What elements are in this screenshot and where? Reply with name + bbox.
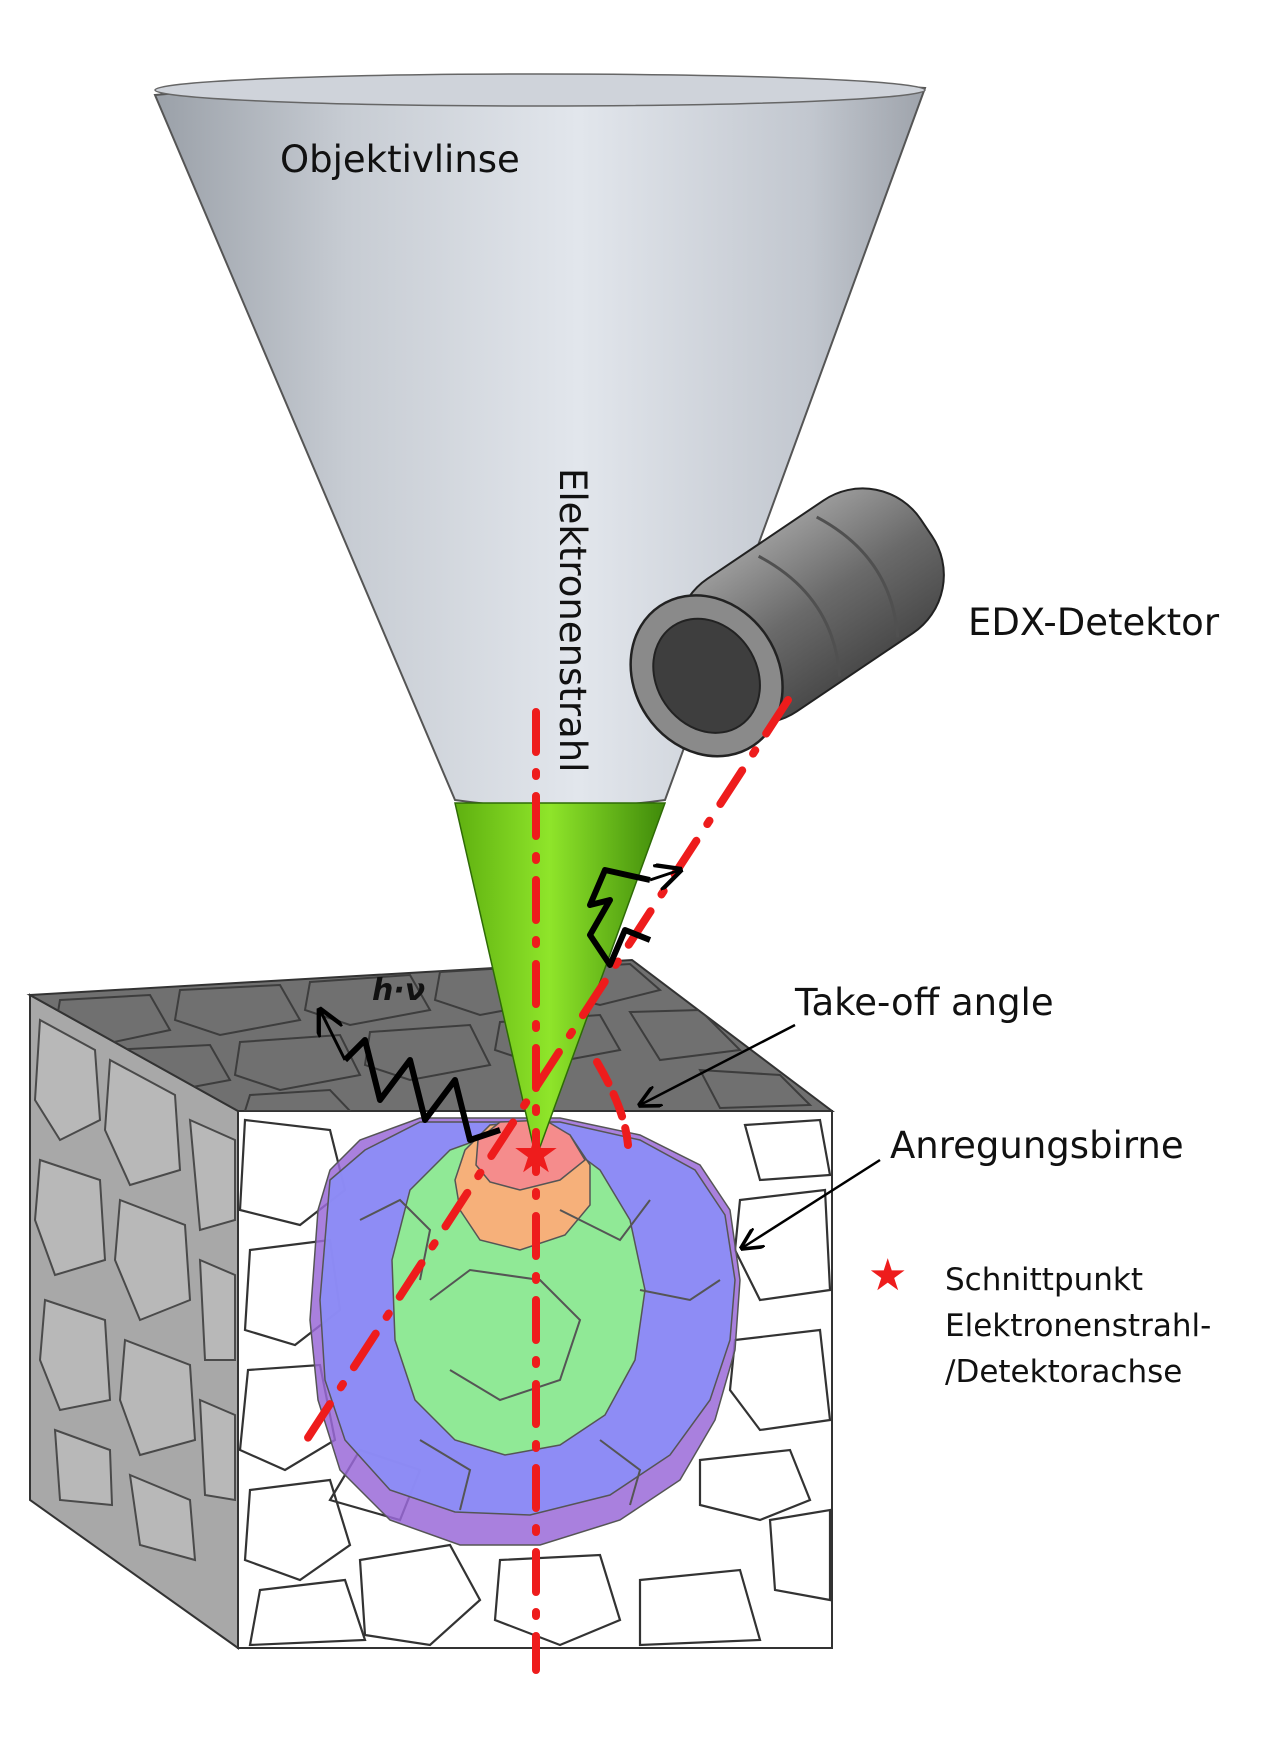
legend-line-2: Elektronenstrahl- (945, 1308, 1211, 1344)
excitation-volume-arrow (742, 1158, 881, 1248)
intersection-star: ★ (512, 1122, 560, 1185)
leader-arrows (640, 1023, 881, 1248)
take-off-angle-arrow (640, 1023, 796, 1105)
electron-beam-cone (454, 802, 667, 1161)
photon-arrow-right (649, 870, 680, 880)
left-face-grains (33, 1018, 236, 1562)
edx-detector (629, 487, 945, 758)
photon-label: h·ν (372, 973, 425, 1008)
photon-wave-left (342, 1037, 501, 1143)
volume-grain-lines (359, 1198, 721, 1511)
detector-axis (296, 696, 792, 1454)
legend: ★ Schnittpunkt Elektronenstrahl- /Detekt… (868, 1250, 1211, 1390)
objective-lens-label: Objektivlinse (280, 138, 520, 181)
axes (296, 696, 792, 1674)
front-face-grains (238, 1118, 832, 1647)
edx-detector-label: EDX-Detektor (968, 601, 1220, 644)
legend-line-1: Schnittpunkt (945, 1262, 1143, 1298)
photon-wave-right (587, 867, 652, 968)
excitation-volume-label: Anregungsbirne (890, 1124, 1184, 1167)
legend-star-icon: ★ (868, 1250, 907, 1301)
take-off-angle-label: Take-off angle (794, 981, 1054, 1024)
photon-waves (320, 867, 680, 1143)
electron-beam-label: Elektronenstrahl (551, 468, 594, 772)
objective-lens-rim (154, 73, 926, 107)
photon-arrow-left (320, 1010, 347, 1061)
take-off-angle-arc (593, 1058, 632, 1149)
legend-line-3: /Detektorachse (945, 1354, 1182, 1390)
detector-opening-inner (652, 617, 761, 734)
